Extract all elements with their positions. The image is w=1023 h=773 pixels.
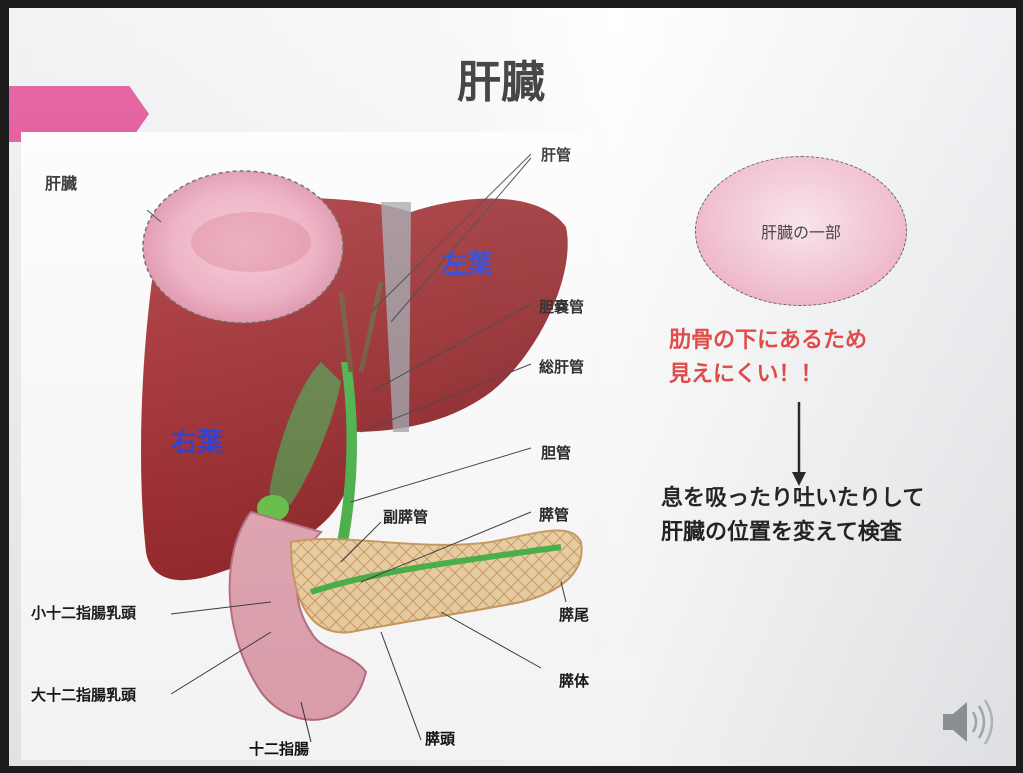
warning-line-1: 肋骨の下にあるため xyxy=(669,324,867,358)
label-pancreas-tail: 膵尾 xyxy=(559,604,589,625)
label-pancreas-head: 膵頭 xyxy=(425,728,455,749)
label-major-papilla: 大十二指腸乳頭 xyxy=(31,684,136,705)
warning-line-2: 見えにくい！！ xyxy=(669,358,867,392)
exam-line-1: 息を吸ったり吐いたりして xyxy=(661,482,924,516)
label-duodenum: 十二指腸 xyxy=(249,738,309,759)
slide-title: 肝臓 xyxy=(457,46,545,110)
callout-text: 肝臓の一部 xyxy=(696,219,906,243)
label-common-hepatic-duct: 総肝管 xyxy=(539,356,584,377)
speaker-icon[interactable] xyxy=(939,696,999,748)
label-minor-papilla: 小十二指腸乳頭 xyxy=(31,602,136,623)
label-bile-duct: 胆管 xyxy=(541,442,571,463)
down-arrow-icon xyxy=(789,402,809,488)
diagram-heading: 肝臓 xyxy=(45,170,77,194)
label-pancreatic-duct: 膵管 xyxy=(539,504,569,525)
slide: 肝臓 xyxy=(9,8,1016,766)
label-accessory-pancreatic-duct: 副膵管 xyxy=(383,506,428,527)
liver-diagram: 肝臓 左葉 右葉 肝管 胆嚢管 総肝管 胆管 副膵管 膵管 膵尾 膵体 膵頭 小… xyxy=(21,132,641,760)
warning-note: 肋骨の下にあるため 見えにくい！！ xyxy=(669,324,867,392)
label-hepatic-duct: 肝管 xyxy=(541,144,571,165)
right-lobe-label: 右葉 xyxy=(171,422,223,459)
liver-part-callout: 肝臓の一部 xyxy=(695,156,907,306)
exam-note: 息を吸ったり吐いたりして 肝臓の位置を変えて検査 xyxy=(661,482,924,550)
label-pancreas-body: 膵体 xyxy=(559,670,589,691)
exam-line-2: 肝臓の位置を変えて検査 xyxy=(661,516,924,550)
label-cystic-duct: 胆嚢管 xyxy=(539,296,584,317)
left-lobe-label: 左葉 xyxy=(441,244,493,281)
